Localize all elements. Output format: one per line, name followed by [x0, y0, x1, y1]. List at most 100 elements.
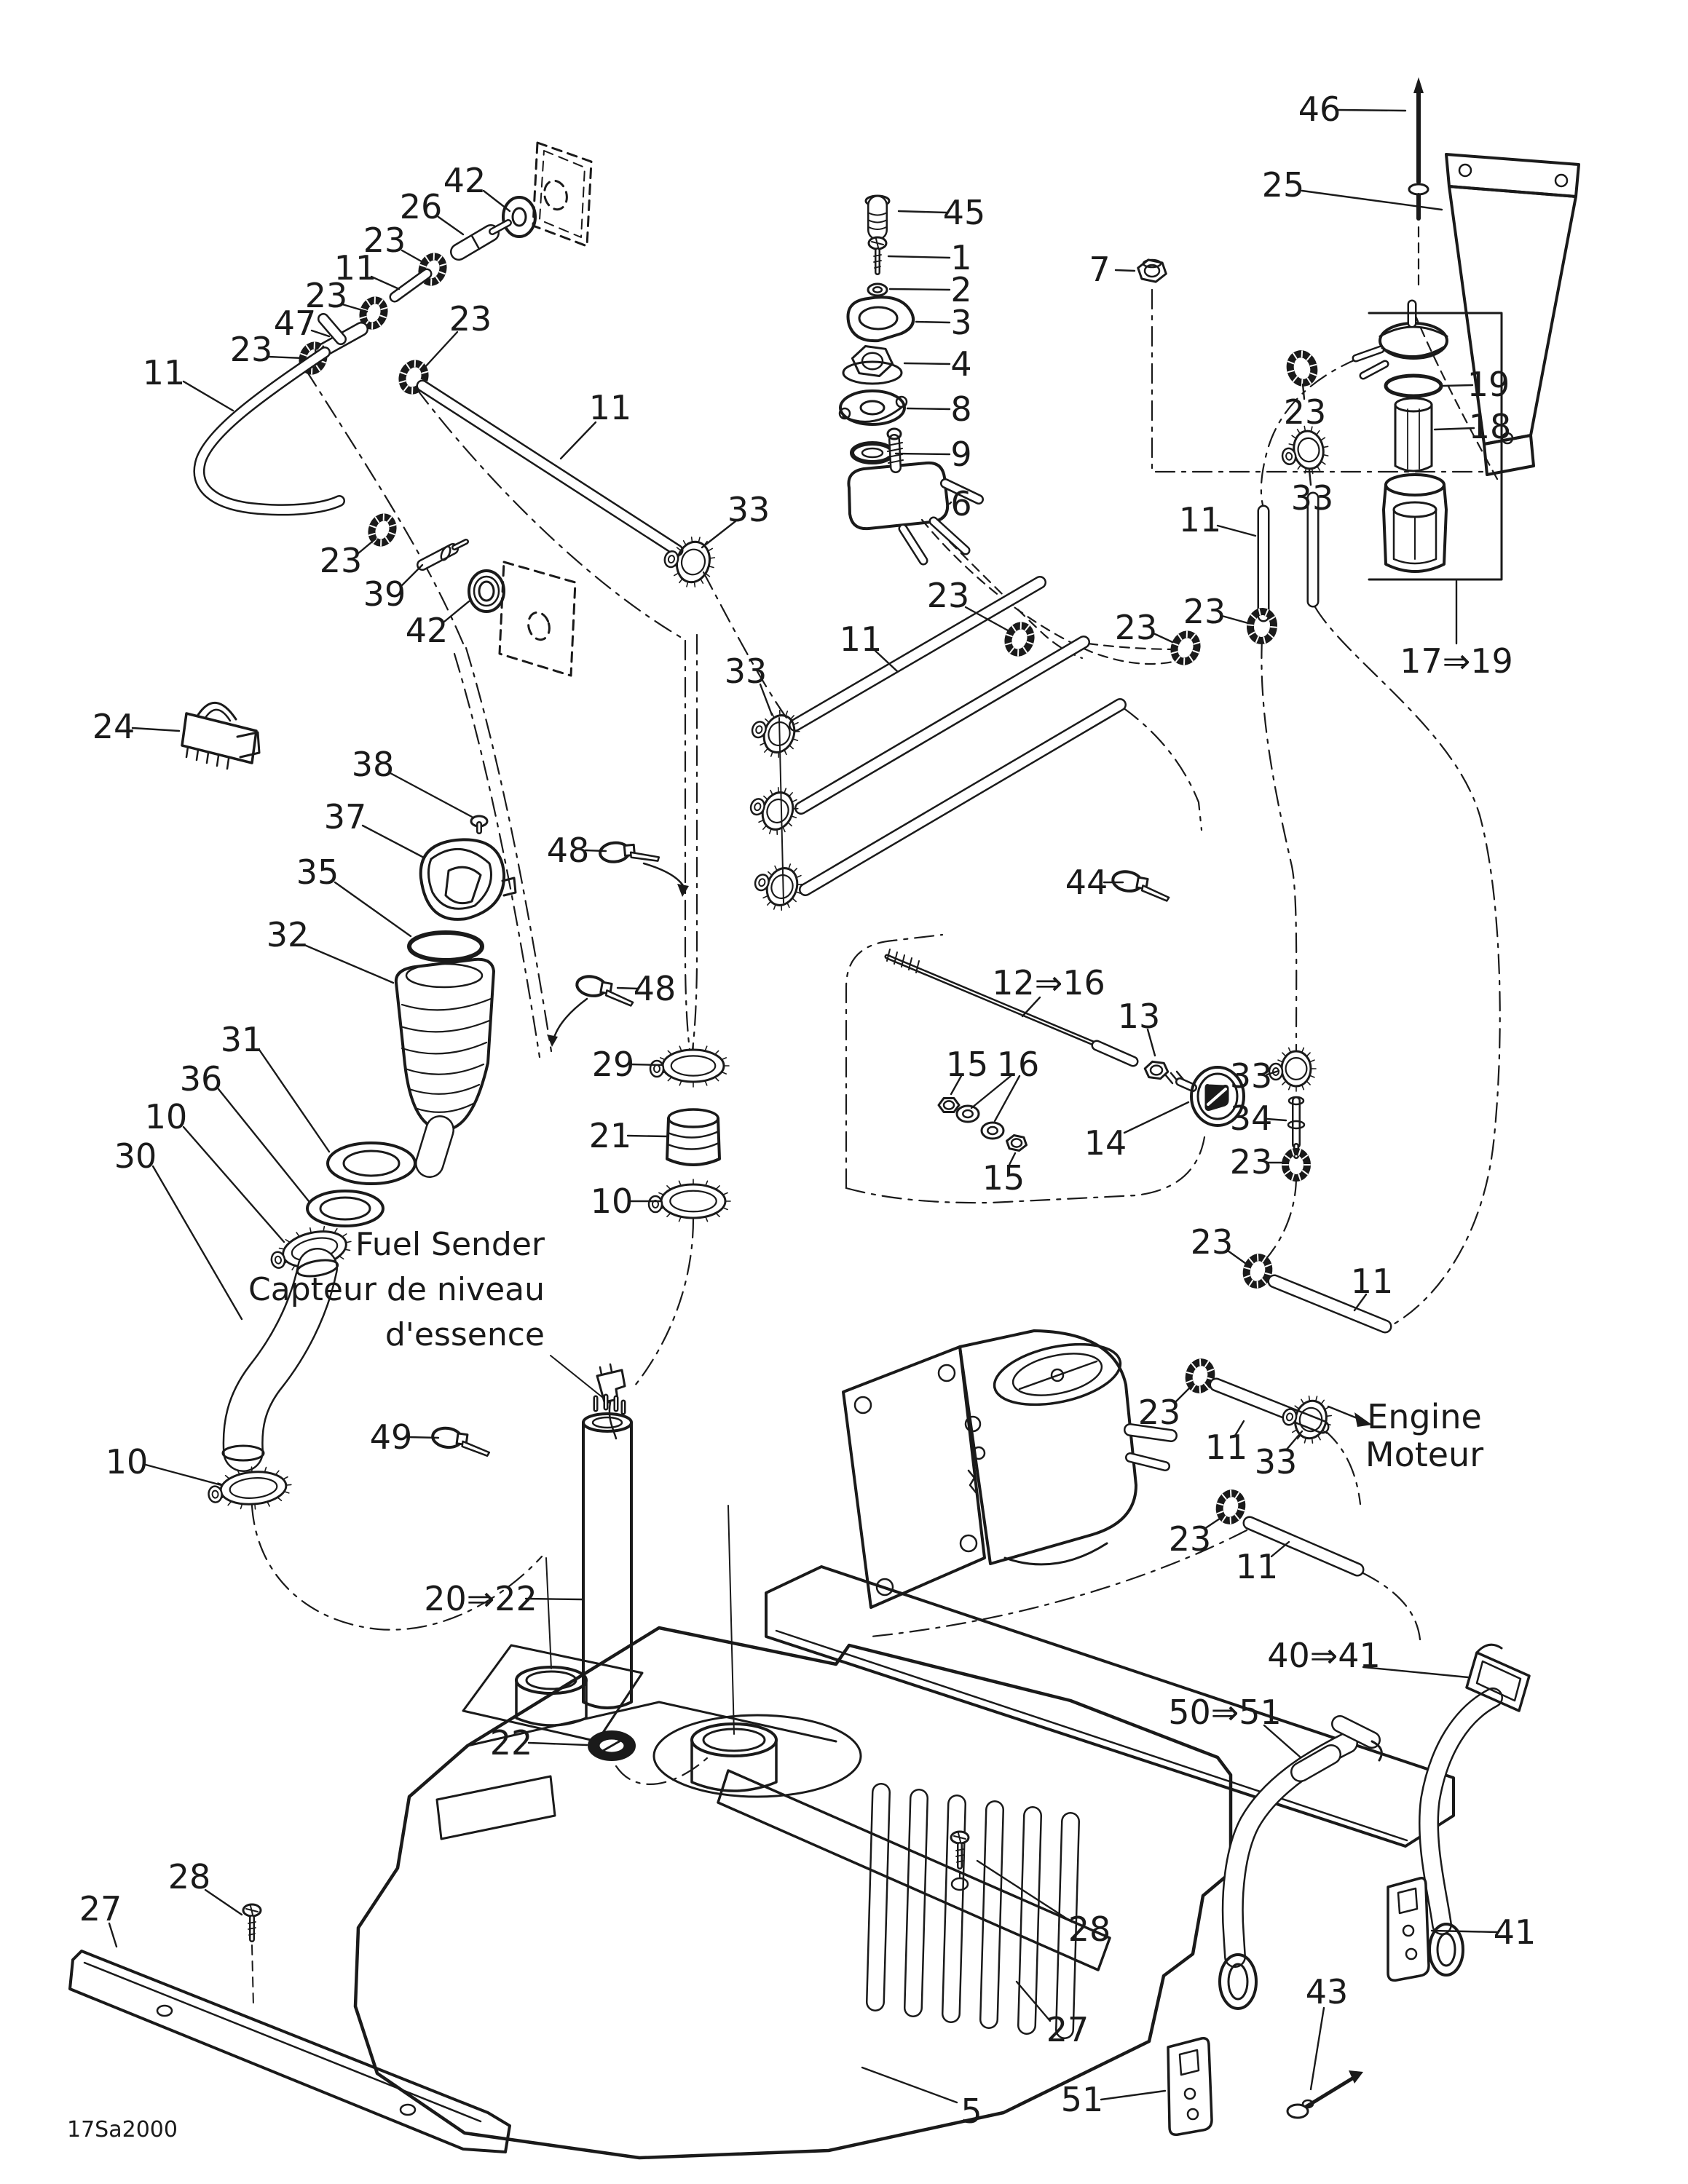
clamp-33 [768, 871, 773, 877]
clamp-10 [285, 1484, 292, 1486]
clamp-33 [1285, 451, 1293, 461]
carburetor [1018, 1360, 1098, 1390]
clamp-23 [1291, 1149, 1295, 1156]
carburetor [959, 1534, 978, 1553]
fuel-line-11 [1269, 1276, 1390, 1332]
route-bracket-filter [1414, 314, 1499, 480]
tee-fitting-47 [319, 314, 345, 344]
callout-leader-10 [144, 1463, 223, 1487]
clamp-33 [673, 572, 679, 577]
annotation-engine: Moteur [1365, 1435, 1483, 1474]
clamp-33 [1304, 1437, 1307, 1444]
clamp-23 [384, 537, 390, 544]
callout-leader-23 [1301, 383, 1306, 400]
carburetor [1050, 1368, 1065, 1382]
clamp-23 [1301, 350, 1304, 358]
clamp-33 [1308, 1395, 1311, 1402]
clamp-23 [430, 278, 433, 286]
callout-leader-34 [1266, 1117, 1287, 1122]
clamp-33 [784, 749, 787, 756]
clamp-23 [1248, 1279, 1254, 1286]
bracket-41 [1405, 1947, 1418, 1961]
clamp-33 [1285, 1057, 1308, 1080]
fuel-line-11 [796, 637, 1089, 813]
callout-leader-23 [267, 355, 306, 360]
clamp-23 [1204, 1361, 1210, 1368]
callout-leader-23 [1152, 632, 1174, 644]
clamp-33 [1301, 1398, 1305, 1405]
clamp-23 [1243, 1267, 1251, 1270]
callout-leader-10 [182, 1125, 285, 1243]
clamp-10 [254, 1503, 256, 1510]
callout-33: 33 [727, 490, 770, 529]
clamp-23 [1216, 1511, 1224, 1515]
callout-leader-11 [1353, 1293, 1368, 1312]
nut-4 [842, 360, 903, 385]
clamp-23 [380, 539, 382, 547]
clamp-23 [1204, 1382, 1210, 1390]
clamp-10 [283, 1490, 290, 1494]
clamp-33 [1282, 1080, 1287, 1085]
callout-leader-1 [887, 255, 951, 259]
clamp-23 [380, 306, 388, 311]
callout-leader-23 [1226, 1249, 1250, 1267]
filter-cup [1392, 508, 1437, 565]
diagram-code: 17Sa2000 [67, 2117, 178, 2143]
clamp-33 [751, 721, 767, 739]
clamp-33 [1298, 1406, 1323, 1433]
carburetor [853, 1396, 872, 1415]
clamp-29 [679, 1045, 682, 1052]
align-neck-big [727, 1505, 735, 1735]
route-left-b [465, 646, 553, 1053]
clamp-23 [1265, 609, 1269, 617]
fuel-cap-37 [419, 838, 506, 921]
bulkhead-panel [498, 561, 577, 677]
fuel-cap-37 [501, 877, 517, 897]
clamp-33 [1322, 446, 1329, 448]
clamp-33 [766, 798, 789, 824]
clamp-23 [438, 271, 446, 275]
strap-40 [1436, 1932, 1456, 1967]
clamp-23 [1172, 642, 1179, 646]
clamp-10 [296, 1232, 300, 1238]
route-hose2 [1086, 642, 1180, 651]
callout-23: 23 [1284, 392, 1327, 432]
callout-11: 11 [589, 388, 632, 427]
sender-connector [599, 1363, 613, 1376]
clamp-33 [1317, 1434, 1321, 1441]
clamp-29 [679, 1080, 682, 1086]
callout-31: 31 [221, 1020, 264, 1059]
callout-leader-13 [1146, 1028, 1156, 1057]
clamp-10 [267, 1500, 270, 1507]
clamp-23 [1199, 1385, 1202, 1393]
clamp-23 [1269, 616, 1276, 621]
clamp-33 [1311, 1437, 1314, 1444]
clamp-10 [715, 1212, 720, 1218]
clamp-23 [1004, 622, 1035, 657]
clamp-23 [1221, 1515, 1227, 1522]
tank-neck-small [515, 1679, 588, 1727]
clamp-23 [374, 516, 380, 523]
clamp-10 [309, 1227, 312, 1234]
choke-knob-14 [1207, 1088, 1227, 1106]
clamp-33 [792, 721, 799, 726]
fuel-valve-6 [942, 480, 982, 503]
callout-leader-23 [341, 303, 368, 313]
clamp-10 [229, 1477, 278, 1499]
bracket-25 [1448, 185, 1577, 446]
clamp-10 [227, 1500, 232, 1506]
clamp-29 [649, 1059, 665, 1078]
callout-7: 7 [1089, 250, 1110, 289]
support-rail-27 [156, 2004, 173, 2017]
fuel-hose-11 [194, 348, 344, 514]
clamp-23 [305, 344, 311, 352]
clamp-23 [1306, 377, 1312, 384]
callout-22: 22 [490, 1723, 533, 1762]
clamp-23 [376, 320, 382, 327]
clamp-10 [211, 1489, 219, 1499]
clamp-10 [264, 1466, 267, 1473]
bracket-41 [1397, 1887, 1419, 1915]
clamp-33 [708, 565, 714, 569]
carburetor [967, 1469, 977, 1494]
